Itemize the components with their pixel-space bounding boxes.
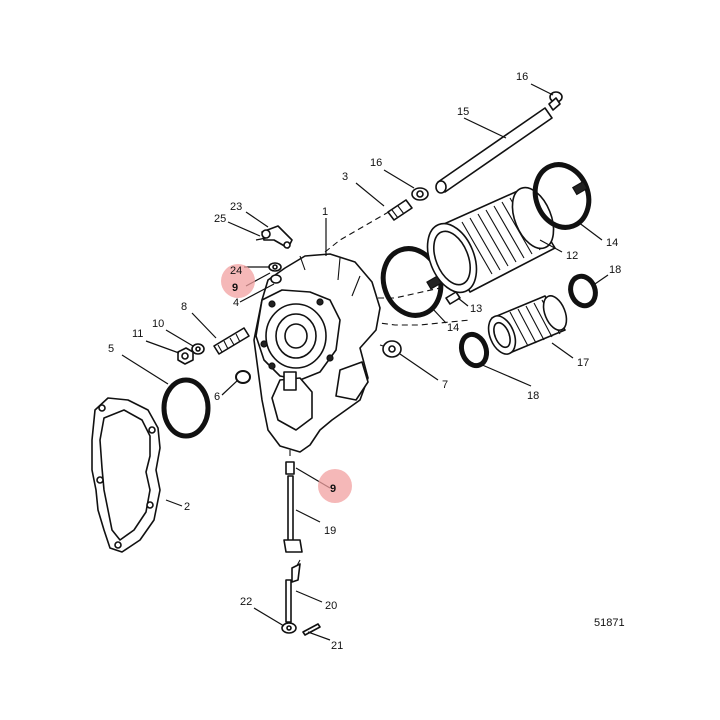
callout-13: 13: [470, 303, 482, 315]
callout-3: 3: [342, 171, 348, 183]
water-hose: [435, 91, 563, 194]
callout-18-lower: 18: [527, 390, 539, 402]
callout-19: 19: [324, 525, 336, 537]
callout-4: 4: [233, 297, 239, 309]
highlight-marker-upper: [221, 264, 255, 298]
stud: [213, 327, 250, 355]
small-o-ring: [235, 370, 251, 384]
highlight-marker-lower: [318, 469, 352, 503]
callout-11: 11: [132, 328, 143, 340]
washer-seal: [382, 340, 402, 358]
shift-shaft: [283, 461, 303, 553]
shift-link: [285, 563, 301, 623]
bell-housing: [253, 253, 381, 453]
shift-lever-assembly: [255, 225, 293, 284]
callout-9-lower: 9: [330, 483, 336, 495]
callout-22: 22: [240, 596, 252, 608]
hose-fitting: [387, 187, 429, 221]
callout-16-top: 16: [516, 71, 528, 83]
callout-15: 15: [457, 106, 469, 118]
u-joint-bellows: [487, 295, 568, 355]
callout-10: 10: [152, 318, 164, 330]
washer-and-nut: [177, 343, 205, 365]
diagram-number: 51871: [594, 617, 625, 629]
callout-9-upper: 9: [232, 282, 238, 294]
callout-14-right: 14: [606, 237, 618, 249]
callout-23: 23: [230, 201, 242, 213]
callout-1: 1: [322, 206, 328, 218]
callout-2: 2: [184, 501, 190, 513]
callout-12: 12: [566, 250, 578, 262]
callout-21: 21: [331, 640, 343, 652]
large-o-ring: [161, 377, 211, 439]
callout-6: 6: [214, 391, 220, 403]
gasket: [91, 397, 161, 553]
callout-8: 8: [181, 301, 187, 313]
callout-20: 20: [325, 600, 337, 612]
callout-25: 25: [214, 213, 226, 225]
callout-16-mid: 16: [370, 157, 382, 169]
leader-lines: [121, 83, 609, 641]
callout-17: 17: [577, 357, 589, 369]
callout-18-upper: 18: [609, 264, 621, 276]
exhaust-bellows: [426, 186, 556, 294]
clip: [445, 291, 461, 305]
u-joint-clamp-right: [568, 273, 598, 309]
u-joint-clamp-left: [458, 331, 490, 369]
exhaust-bellows-clamp-right: [532, 162, 592, 230]
callout-7: 7: [442, 379, 448, 391]
callout-24: 24: [230, 265, 242, 277]
callout-5: 5: [108, 343, 114, 355]
washer-and-cotter-pin: [281, 622, 321, 636]
callout-14-left: 14: [447, 322, 459, 334]
callout-labels: 1 2 3 4 5 6 7 8 9 9 10 11 12 13 14 14 15…: [108, 71, 621, 652]
